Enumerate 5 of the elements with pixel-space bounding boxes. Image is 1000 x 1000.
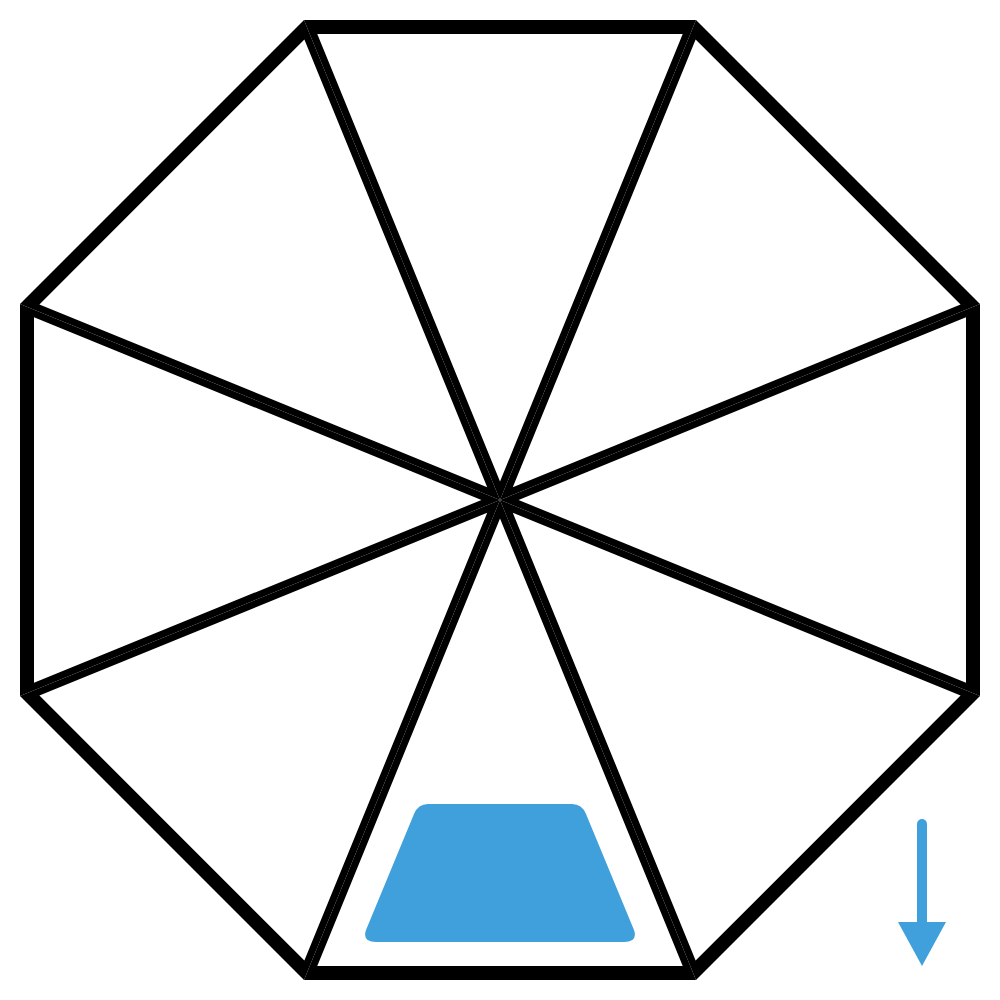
triangle-segment — [304, 20, 696, 500]
trapezoid-shape — [365, 804, 635, 942]
triangle-segment — [304, 500, 696, 980]
triangle-segment — [20, 304, 500, 696]
triangle-segment — [500, 304, 980, 696]
